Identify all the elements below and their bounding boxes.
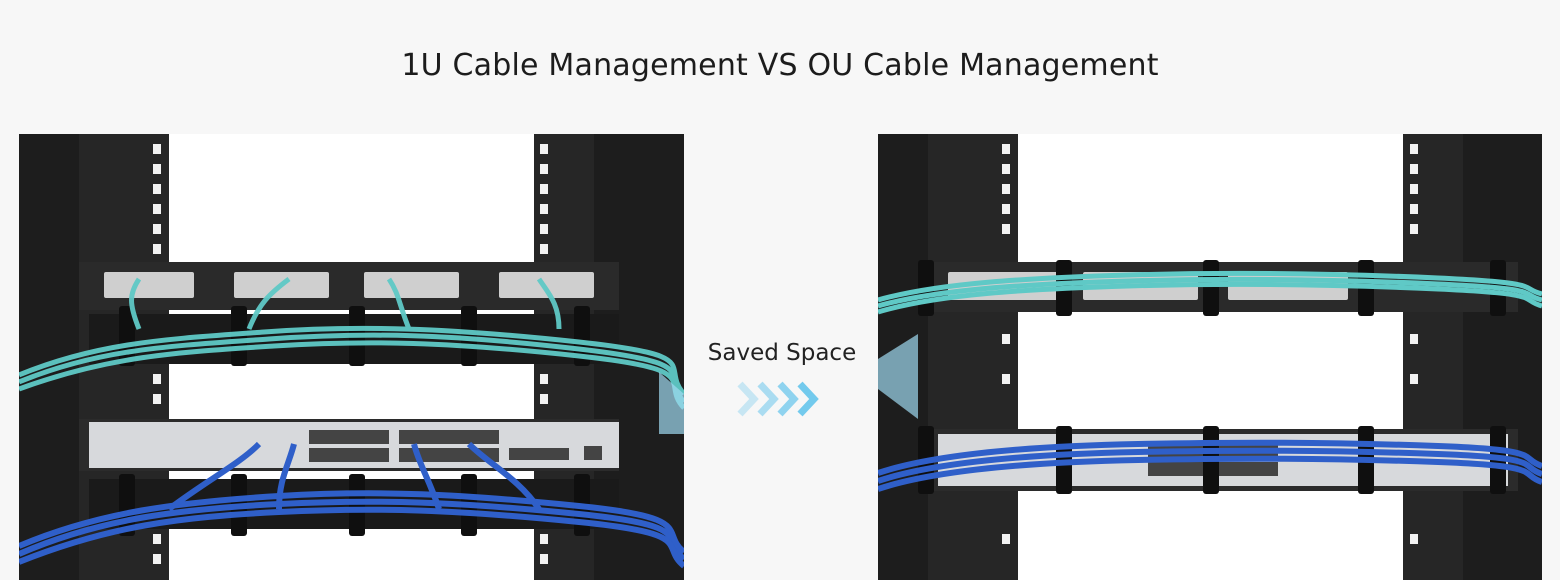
chevron-right-icon	[734, 378, 830, 420]
rack-illustration-right	[878, 134, 1542, 580]
photo-0u-cable-management	[878, 134, 1542, 580]
photo-1u-cable-management	[19, 134, 684, 580]
page-title: 1U Cable Management VS OU Cable Manageme…	[401, 48, 1159, 83]
rack-illustration-left	[19, 134, 684, 580]
saved-space-label: Saved Space	[707, 340, 857, 366]
